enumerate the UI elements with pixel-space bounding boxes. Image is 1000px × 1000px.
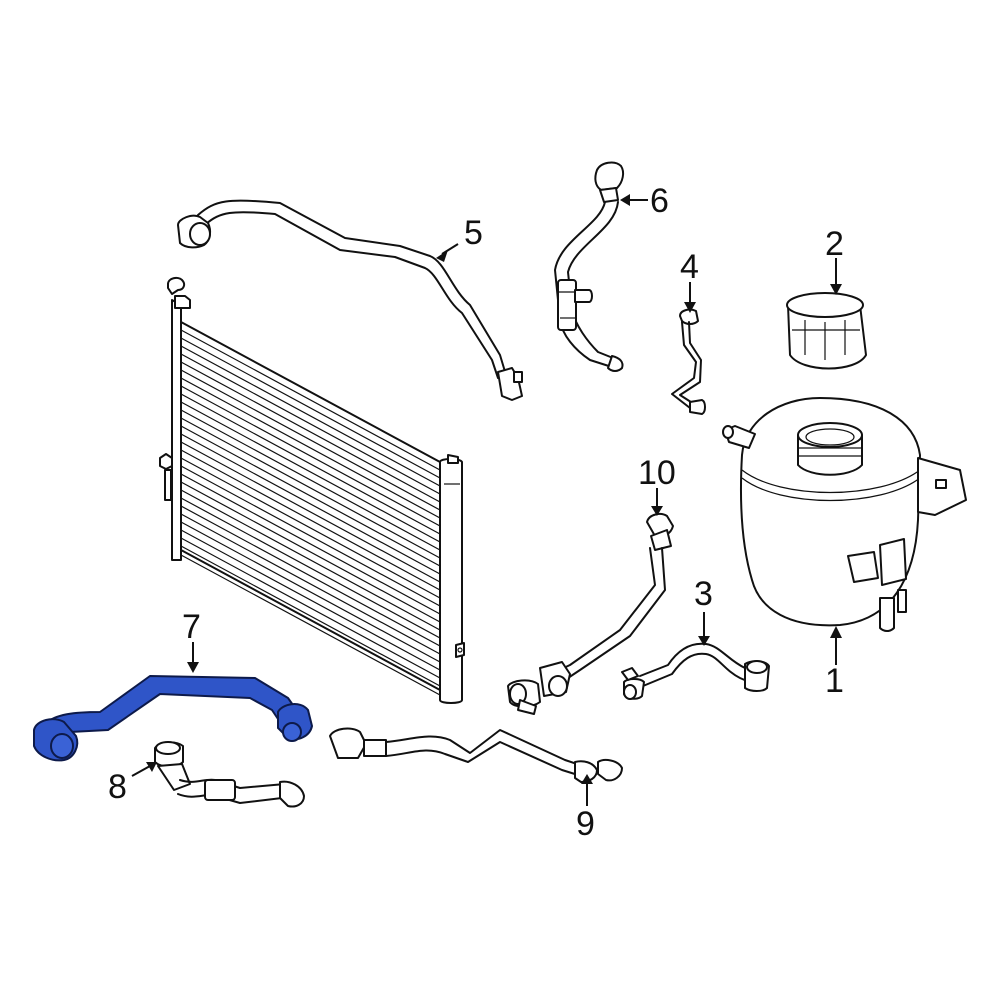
callout-3: 3 bbox=[694, 575, 713, 613]
callout-8: 8 bbox=[108, 768, 127, 806]
part-3-hose[interactable] bbox=[621, 642, 770, 700]
part-2-cap[interactable] bbox=[786, 292, 867, 370]
callout-7: 7 bbox=[182, 608, 201, 646]
part-5-upper-pipe[interactable] bbox=[177, 199, 523, 401]
callout-5: 5 bbox=[464, 214, 483, 252]
part-6-hose[interactable] bbox=[554, 161, 625, 372]
part-9-coolant-pipe[interactable] bbox=[329, 727, 623, 783]
part-1-expansion-tank[interactable] bbox=[722, 397, 967, 632]
part-7-lower-radiator-hose[interactable] bbox=[33, 675, 314, 762]
part-8-hose[interactable] bbox=[154, 741, 305, 808]
callout-6: 6 bbox=[650, 182, 669, 220]
radiator[interactable] bbox=[159, 276, 465, 704]
part-4-vent-hose[interactable] bbox=[671, 308, 706, 415]
part-10-coolant-line[interactable] bbox=[507, 513, 674, 715]
callout-4: 4 bbox=[680, 248, 699, 286]
callout-9: 9 bbox=[576, 805, 595, 843]
callout-2: 2 bbox=[825, 225, 844, 263]
radiator-fins bbox=[180, 329, 441, 696]
callout-1: 1 bbox=[825, 662, 844, 700]
callouts: 1 2 3 4 5 6 7 8 9 10 bbox=[108, 182, 844, 843]
callout-10: 10 bbox=[638, 454, 676, 492]
